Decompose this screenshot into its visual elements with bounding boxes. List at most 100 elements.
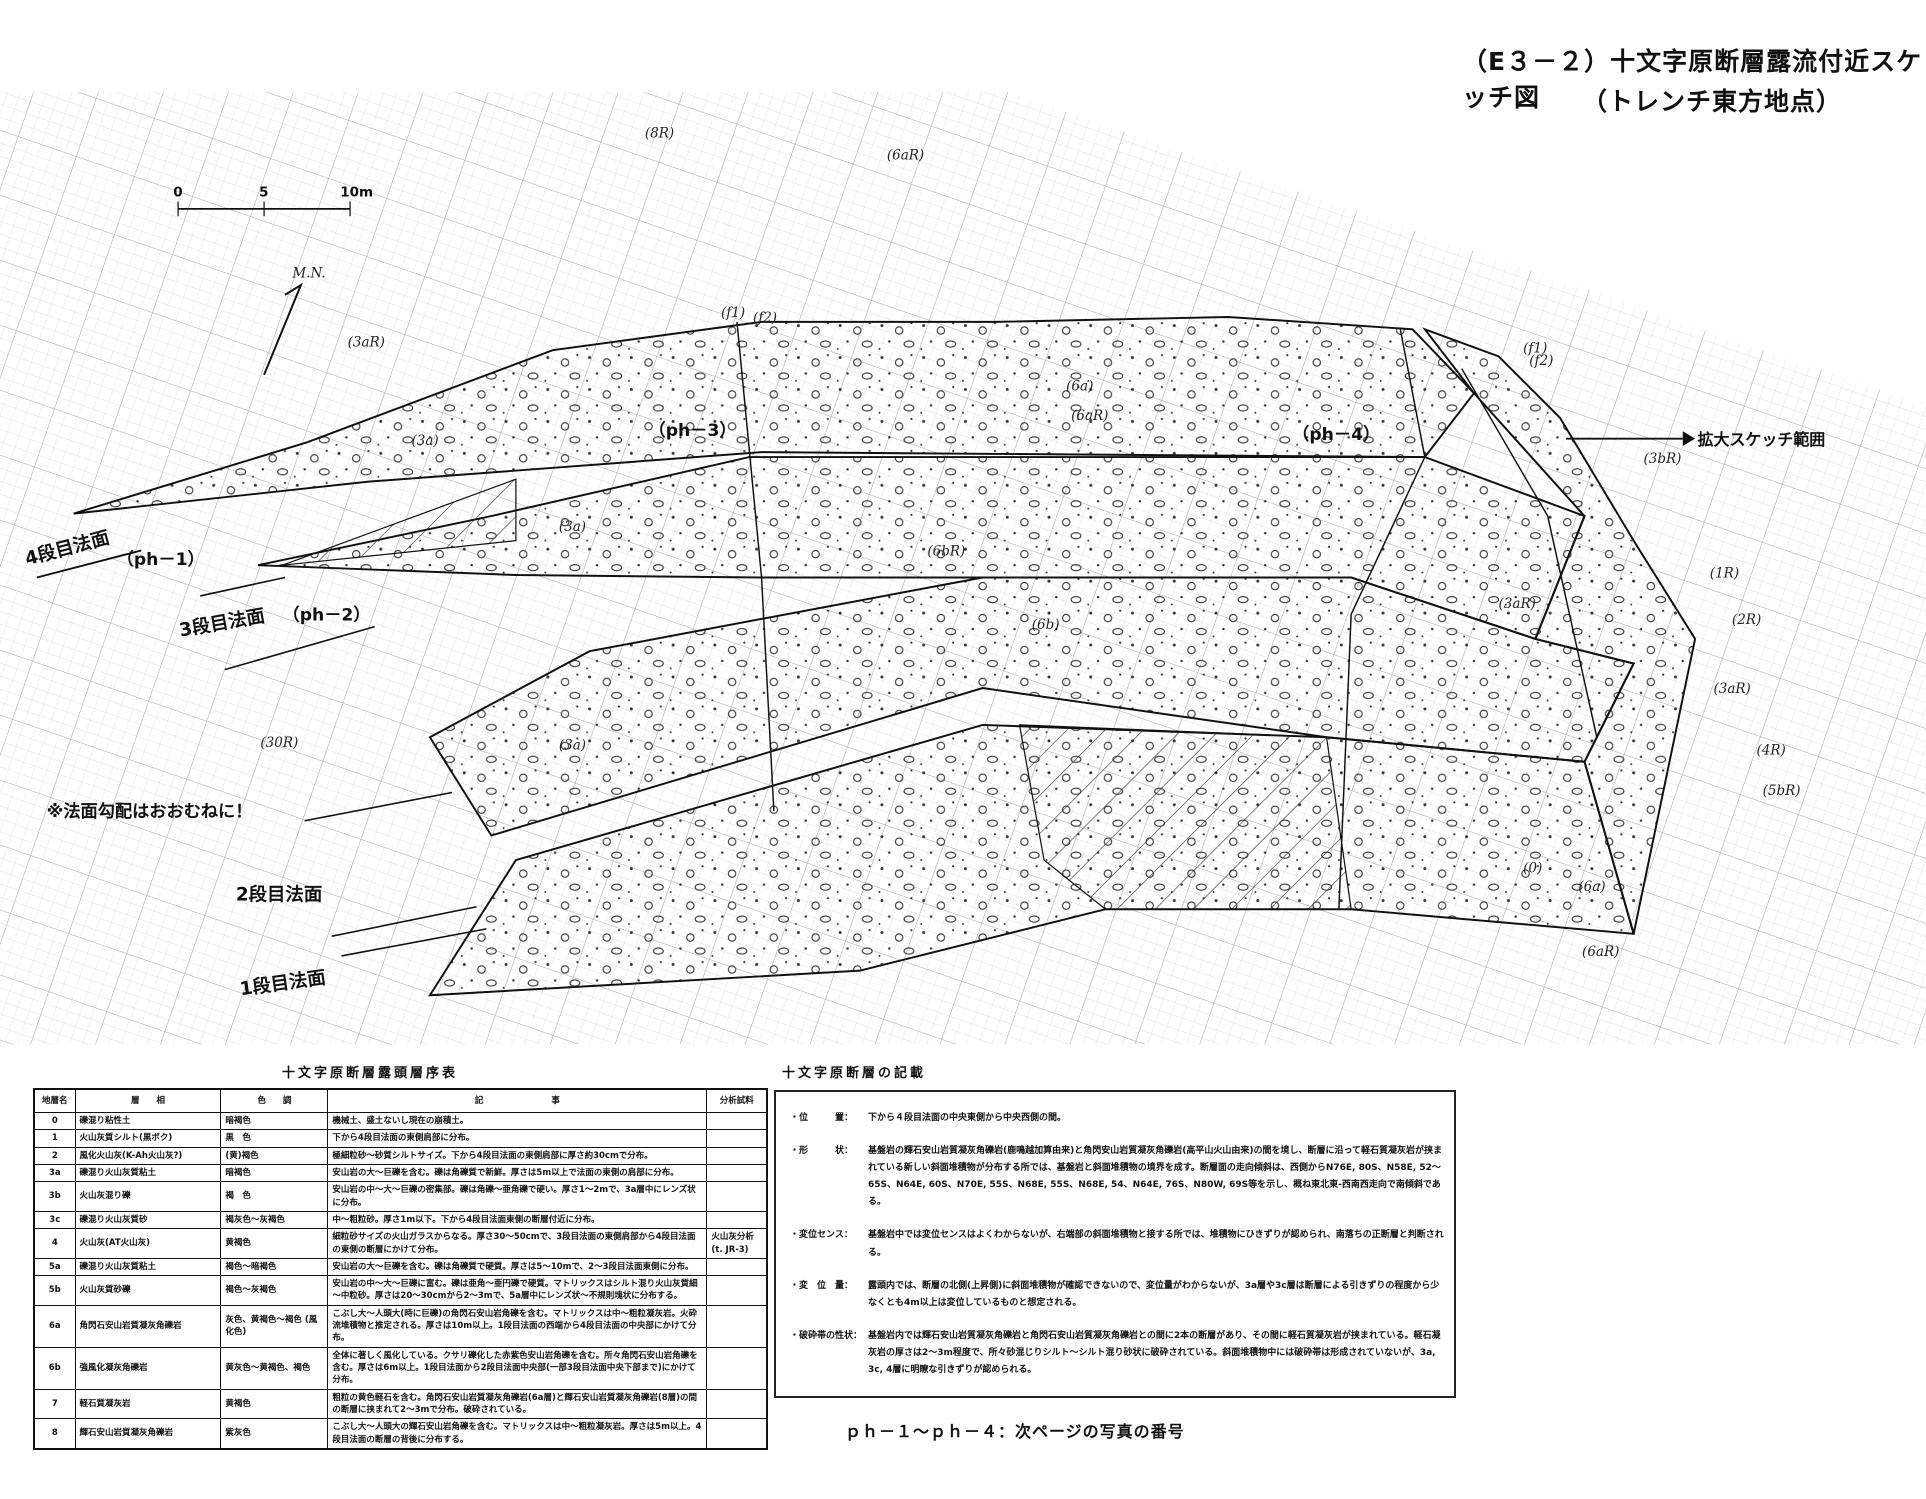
cell-sample bbox=[706, 1163, 768, 1183]
desc-text: 基盤岩の輝石安山岩質凝灰角礫岩(鹿鳴越加算由来)と角閃安山岩質凝灰角礫岩(高平山… bbox=[868, 1146, 1443, 1208]
cell-desc: 安山岩の大～巨礫を含む。礫は角礫質で新鮮。厚さは5m以上で法面の東側の肩部に分布… bbox=[327, 1163, 708, 1183]
cell-color: 黄褐色 bbox=[220, 1228, 329, 1259]
svg-text:(30R): (30R) bbox=[260, 735, 298, 751]
cell-sample bbox=[706, 1304, 768, 1348]
cell-code: 0 bbox=[33, 1111, 76, 1131]
svg-text:(f2): (f2) bbox=[753, 310, 777, 326]
svg-text:(0): (0) bbox=[1523, 860, 1542, 876]
cell-facies: 礫混り火山灰質砂 bbox=[74, 1210, 222, 1230]
photo-label-ph2: （ph－2） bbox=[283, 604, 371, 625]
svg-text:(3aR): (3aR) bbox=[348, 334, 385, 350]
svg-text:(6aR): (6aR) bbox=[1582, 944, 1619, 960]
svg-text:(1R): (1R) bbox=[1710, 565, 1739, 581]
svg-text:M.N.: M.N. bbox=[291, 266, 325, 282]
svg-text:(6a): (6a) bbox=[1066, 379, 1093, 395]
svg-text:(3aR): (3aR) bbox=[1499, 596, 1536, 612]
cell-facies: 強風化凝灰角礫岩 bbox=[74, 1346, 222, 1390]
svg-text:(6b): (6b) bbox=[1032, 617, 1060, 633]
cell-desc: 安山岩の大～巨礫を含む。礫は角礫質で硬質。厚さは5～10mで、2～3段目法面東側… bbox=[327, 1257, 708, 1277]
svg-text:(3a): (3a) bbox=[411, 433, 438, 449]
cell-color: 黒 色 bbox=[220, 1129, 329, 1148]
cell-sample bbox=[706, 1210, 768, 1230]
cell-color: 紫灰色 bbox=[220, 1418, 329, 1450]
hatched-zone-upper bbox=[282, 478, 517, 566]
photo-label-ph4: （ph－4） bbox=[1292, 424, 1380, 445]
layer-labels: (8R) (6aR) (f1) (f2) (3aR) (3a) (6a) (6a… bbox=[260, 126, 1800, 960]
svg-text:10m: 10m bbox=[340, 185, 373, 201]
svg-text:(f2): (f2) bbox=[1529, 353, 1553, 369]
svg-text:(3a): (3a) bbox=[559, 519, 586, 535]
cell-facies: 軽石質凝灰岩 bbox=[74, 1388, 222, 1420]
cell-code: 5b bbox=[33, 1275, 76, 1306]
desc-key: ・形 状： bbox=[790, 1146, 854, 1157]
cell-color: 褐 色 bbox=[220, 1181, 329, 1212]
svg-text:(6bR): (6bR) bbox=[927, 543, 965, 559]
svg-text:(3bR): (3bR) bbox=[1643, 451, 1681, 467]
desc-text: 基盤岩中では変位センスはよくわからないが、右端部の斜面堆積物と接する所では、堆積… bbox=[868, 1230, 1444, 1258]
svg-text:(6aR): (6aR) bbox=[1071, 408, 1108, 424]
cell-sample bbox=[706, 1257, 768, 1277]
column-header: 分析試料 bbox=[706, 1088, 768, 1113]
svg-text:0: 0 bbox=[173, 185, 182, 201]
desc-item: ・形 状： 基盤岩の輝石安山岩質凝灰角礫岩(鹿鳴越加算由来)と角閃安山岩質凝灰角礫… bbox=[790, 1143, 1444, 1211]
cell-color: 褐灰色～灰褐色 bbox=[220, 1210, 329, 1230]
svg-text:(f1): (f1) bbox=[721, 305, 745, 321]
cell-facies: 風化火山灰(K-Ah火山灰?) bbox=[74, 1146, 222, 1165]
cell-color: (黄)褐色 bbox=[220, 1146, 329, 1165]
cell-code: 1 bbox=[33, 1129, 76, 1148]
cell-facies: 礫混り火山灰質粘土 bbox=[74, 1163, 222, 1183]
scale-bar: 0 5 10m bbox=[173, 185, 373, 217]
cell-sample bbox=[706, 1129, 768, 1148]
cell-facies: 火山灰質シルト(黒ボク) bbox=[74, 1129, 222, 1148]
cell-desc: 機械土、盛土ないし現在の崩積土。 bbox=[327, 1111, 708, 1131]
svg-text:(2R): (2R) bbox=[1732, 612, 1761, 628]
cell-desc: 安山岩の中～大～巨礫に富む。礫は亜角～亜円礫で硬質。マトリックスはシルト混り火山… bbox=[327, 1275, 708, 1306]
cell-desc: こぶし大～人頭大(時に巨礫)の角閃石安山岩角礫を含む。マトリックスは中～粗粒凝灰… bbox=[327, 1304, 708, 1348]
desc-text: 露頭内では、断層の北側(上昇側)に斜面堆積物が確認できないので、変位量がわからな… bbox=[868, 1280, 1440, 1308]
column-header: 記 事 bbox=[327, 1088, 708, 1113]
hatched-zone bbox=[1018, 724, 1352, 910]
desc-key: ・破砕帯の性状： bbox=[790, 1330, 863, 1341]
svg-text:(6aR): (6aR) bbox=[887, 148, 924, 164]
cell-code: 4 bbox=[33, 1228, 76, 1259]
photo-label-ph3: （ph－3） bbox=[649, 420, 737, 441]
column-header: 地層名 bbox=[33, 1088, 76, 1113]
cell-facies: 礫混り粘性土 bbox=[74, 1111, 222, 1131]
cell-desc: 極細粒砂～砂質シルトサイズ。下から4段目法面の東側肩部に厚さ約30cmで分布。 bbox=[327, 1146, 708, 1165]
cell-facies: 火山灰質砂礫 bbox=[74, 1275, 222, 1306]
slope-label-2: 2段目法面 bbox=[236, 884, 322, 906]
cell-facies: 角閃石安山岩質凝灰角礫岩 bbox=[74, 1304, 222, 1348]
svg-text:(6a): (6a) bbox=[1578, 879, 1605, 895]
cell-code: 5a bbox=[33, 1257, 76, 1277]
desc-item: ・変 位 量：露頭内では、断層の北側(上昇側)に斜面堆積物が確認できないので、変… bbox=[790, 1278, 1444, 1312]
svg-text:(3aR): (3aR) bbox=[1714, 681, 1751, 697]
cell-sample bbox=[706, 1346, 768, 1390]
cell-desc: 全体に著しく風化している。クサリ礫化した赤紫色安山岩角礫を含む。所々角閃石安山岩… bbox=[327, 1346, 708, 1390]
cell-code: 3b bbox=[33, 1181, 76, 1212]
fault-lines bbox=[736, 321, 1598, 910]
cell-desc: 細粒砂サイズの火山ガラスからなる。厚さ30～50cmで、3段目法面の東側肩部から… bbox=[327, 1228, 708, 1259]
desc-key: ・変位センス： bbox=[790, 1230, 853, 1241]
cell-color: 褐色～灰褐色 bbox=[220, 1275, 329, 1306]
table-header-row: 地層名 層 相 色 調 記 事 分析試料 bbox=[33, 1088, 768, 1113]
page-title: （E３－２）十文字原断層露流付近スケッチ図 bbox=[1462, 47, 1923, 112]
cell-code: 7 bbox=[33, 1388, 76, 1420]
svg-text:拡大スケッチ範囲: 拡大スケッチ範囲 bbox=[1698, 430, 1826, 449]
svg-text:(f1): (f1) bbox=[1523, 341, 1547, 357]
enlarged-strip bbox=[1421, 327, 1697, 935]
cell-facies: 礫混り火山灰質粘土 bbox=[74, 1257, 222, 1277]
svg-text:(4R): (4R) bbox=[1756, 742, 1785, 758]
